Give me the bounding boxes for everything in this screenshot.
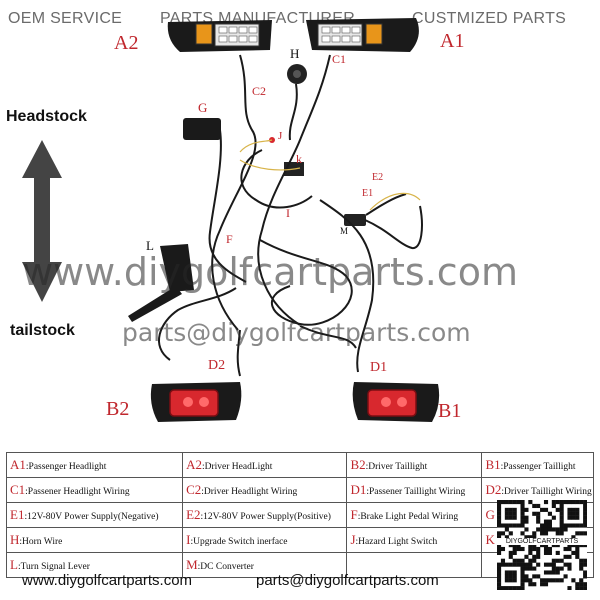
label-d2: D2 bbox=[208, 358, 226, 373]
driver-headlight-icon bbox=[167, 20, 272, 52]
label-b1: B1 bbox=[438, 400, 462, 422]
legend-cell: J:Hazard Light Switch bbox=[346, 527, 483, 553]
legend-code: A1 bbox=[10, 457, 26, 472]
banner: OEM SERVICE PARTS MANUFACTURER CUSTMIZED… bbox=[0, 0, 600, 40]
direction-arrow-icon bbox=[22, 140, 62, 302]
footer-email: parts@diygolfcartparts.com bbox=[256, 572, 439, 589]
legend-text: :DC Converter bbox=[197, 562, 254, 572]
legend-text: :Driver Taillight bbox=[365, 462, 428, 472]
legend-code: E2 bbox=[186, 507, 201, 522]
legend-code: M bbox=[186, 557, 198, 572]
legend-cell: E1:12V-80V Power Supply(Negative) bbox=[5, 502, 184, 528]
legend-cell: I:Upgrade Switch inerface bbox=[182, 527, 348, 553]
label-j: J bbox=[278, 130, 283, 142]
label-h: H bbox=[290, 46, 300, 61]
label-d1: D1 bbox=[370, 360, 388, 375]
label-c2: C2 bbox=[252, 84, 267, 98]
legend-cell: D2:Driver Taillight Wiring bbox=[481, 477, 594, 503]
legend-cell: C1:Passener Headlight Wiring bbox=[5, 477, 184, 503]
label-c1: C1 bbox=[332, 52, 347, 66]
label-m: M bbox=[340, 226, 349, 236]
legend-code: A2 bbox=[186, 457, 202, 472]
passenger-headlight-icon bbox=[306, 18, 419, 52]
passenger-taillight-icon bbox=[352, 382, 440, 422]
headstock-label: Headstock bbox=[6, 108, 87, 125]
legend-text: :Passener Headlight Wiring bbox=[25, 487, 130, 497]
legend-cell: C2:Driver Headlight Wiring bbox=[182, 477, 348, 503]
legend-code: E1 bbox=[10, 507, 25, 522]
legend-text: :Driver Headlight Wiring bbox=[201, 487, 298, 497]
qr-code: DIYGOLFCARTPARTS bbox=[497, 500, 588, 591]
legend-code: G bbox=[485, 507, 495, 522]
label-a2: A2 bbox=[114, 32, 139, 54]
label-g: G bbox=[198, 100, 208, 115]
label-l: L bbox=[146, 238, 154, 253]
legend-text: :12V-80V Power Supply(Positive) bbox=[200, 512, 331, 522]
legend-text: :Horn Wire bbox=[19, 537, 63, 547]
banner-oem-service: OEM SERVICE bbox=[8, 10, 123, 27]
legend-text: :Brake Light Pedal Wiring bbox=[357, 512, 459, 522]
legend-code: L bbox=[10, 557, 18, 572]
legend-code: D1 bbox=[350, 482, 367, 497]
legend-code: K bbox=[485, 532, 495, 547]
legend-cell: F:Brake Light Pedal Wiring bbox=[346, 502, 483, 528]
legend-text: :Turn Signal Lever bbox=[17, 562, 90, 572]
wiring-kit-drawing bbox=[22, 18, 440, 422]
legend-code: H bbox=[10, 532, 20, 547]
label-e1: E1 bbox=[362, 188, 374, 199]
legend-code: C1 bbox=[10, 482, 26, 497]
legend-cell: E2:12V-80V Power Supply(Positive) bbox=[182, 502, 348, 528]
legend-cell: D1:Passener Taillight Wiring bbox=[346, 477, 483, 503]
footer-site: www.diygolfcartparts.com bbox=[22, 572, 193, 589]
legend-text: :Hazard Light Switch bbox=[355, 537, 438, 547]
legend-cell: M:DC Converter bbox=[182, 552, 348, 578]
label-b2: B2 bbox=[106, 398, 130, 420]
legend-text: :12V-80V Power Supply(Negative) bbox=[24, 512, 159, 522]
legend-cell: B1:Passenger Taillight bbox=[481, 452, 594, 478]
hazard-switch-icon bbox=[183, 118, 221, 140]
turn-signal-lever-icon bbox=[128, 244, 194, 322]
legend-cell: L:Turn Signal Lever bbox=[5, 552, 184, 578]
legend-cell: H:Horn Wire bbox=[5, 527, 184, 553]
legend-text: :Driver Taillight Wiring bbox=[501, 487, 592, 497]
legend-cell: A2:Driver HeadLight bbox=[182, 452, 348, 478]
horn-icon bbox=[287, 64, 307, 84]
legend-code: J bbox=[350, 532, 356, 547]
thin-wires bbox=[239, 139, 421, 211]
label-a1: A1 bbox=[440, 30, 465, 52]
driver-taillight-icon bbox=[150, 382, 242, 422]
wire-harness bbox=[158, 54, 423, 377]
label-e2: E2 bbox=[372, 172, 384, 183]
legend-cell bbox=[346, 552, 483, 578]
label-i: I bbox=[286, 206, 290, 220]
qr-caption: DIYGOLFCARTPARTS bbox=[497, 538, 587, 545]
legend-text: :Passener Taillight Wiring bbox=[366, 487, 466, 497]
legend-text: :Upgrade Switch inerface bbox=[190, 537, 288, 547]
legend-code: I bbox=[186, 532, 191, 547]
label-k: k bbox=[296, 152, 302, 166]
watermark-email: parts@diygolfcartparts.com bbox=[122, 318, 471, 347]
banner-customized-parts: CUSTMIZED PARTS bbox=[412, 10, 567, 27]
legend-text: :Driver HeadLight bbox=[201, 462, 273, 472]
legend-cell: A1:Passenger Headlight bbox=[5, 452, 184, 478]
legend-cell: B2:Driver Taillight bbox=[346, 452, 483, 478]
product-illustration: Headstock tailstock A2 A1 B2 B1 C1 C2 D2… bbox=[6, 18, 518, 422]
legend-text: :Passenger Taillight bbox=[500, 462, 576, 472]
legend-code: F bbox=[350, 507, 358, 522]
watermark-site: www.diygolfcartparts.com bbox=[22, 250, 518, 294]
qr-code-icon bbox=[497, 500, 588, 591]
tailstock-label: tailstock bbox=[10, 322, 75, 339]
legend-code: C2 bbox=[186, 482, 202, 497]
footer: www.diygolfcartparts.com parts@diygolfca… bbox=[0, 570, 600, 600]
legend-code: B1 bbox=[485, 457, 501, 472]
legend-text: :Passenger Headlight bbox=[25, 462, 107, 472]
legend-code: D2 bbox=[485, 482, 502, 497]
label-f: F bbox=[226, 232, 233, 246]
legend-code: B2 bbox=[350, 457, 366, 472]
